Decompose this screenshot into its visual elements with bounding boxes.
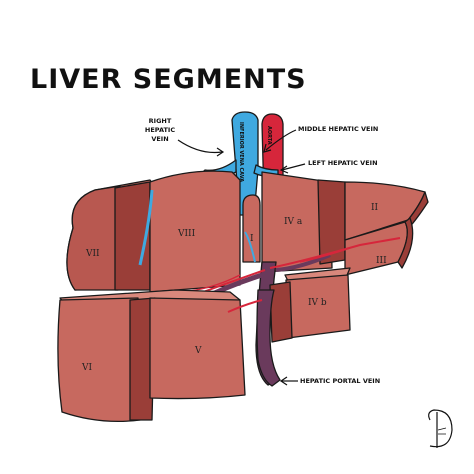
segment-6 [57, 297, 141, 422]
segment-5-label: V [194, 346, 202, 356]
label-left-hepatic-vein: LEFT HEPATIC VEIN [279, 159, 378, 174]
right-hepatic-vein-label-line2: HEPATIC [145, 126, 175, 134]
artery-front [227, 299, 263, 313]
inferior-vena-cava-label: INFERIOR VENA CAVA [238, 122, 244, 182]
segment-4b [269, 274, 351, 343]
segment-4a [261, 171, 333, 273]
artist-signature [428, 409, 453, 448]
portal-vein-front [256, 289, 281, 387]
segment-8 [138, 170, 241, 293]
label-hepatic-portal-vein: HEPATIC PORTAL VEIN [279, 376, 380, 386]
segment-4b-label: IV b [308, 298, 327, 308]
segment-7-label: VII [85, 249, 100, 259]
segment-1 [242, 194, 261, 263]
segment-3 [344, 217, 414, 276]
right-hepatic-vein-label-line3: VEIN [151, 135, 168, 143]
segment-5 [149, 297, 246, 400]
middle-hepatic-vein-label: MIDDLE HEPATIC VEIN [298, 125, 378, 133]
aorta-label: AORTA [266, 126, 272, 145]
diagram-title: LIVER SEGMENTS [30, 64, 307, 95]
segment-1-label: I [250, 234, 254, 244]
segment-6-label: VI [81, 363, 92, 373]
hepatic-portal-vein-label: HEPATIC PORTAL VEIN [300, 377, 380, 385]
segment-2-label: II [371, 203, 379, 213]
segment-3-label: III [376, 256, 387, 266]
segment-8-label: VIII [177, 229, 196, 239]
segment-4a-label: IV a [284, 217, 303, 227]
label-middle-hepatic-vein: MIDDLE HEPATIC VEIN [263, 125, 378, 153]
segment-divider-6-5 [129, 297, 156, 421]
label-right-hepatic-vein: RIGHT HEPATIC VEIN [145, 117, 225, 157]
right-hepatic-vein-label-line1: RIGHT [149, 117, 172, 125]
left-hepatic-vein-label: LEFT HEPATIC VEIN [308, 159, 378, 167]
